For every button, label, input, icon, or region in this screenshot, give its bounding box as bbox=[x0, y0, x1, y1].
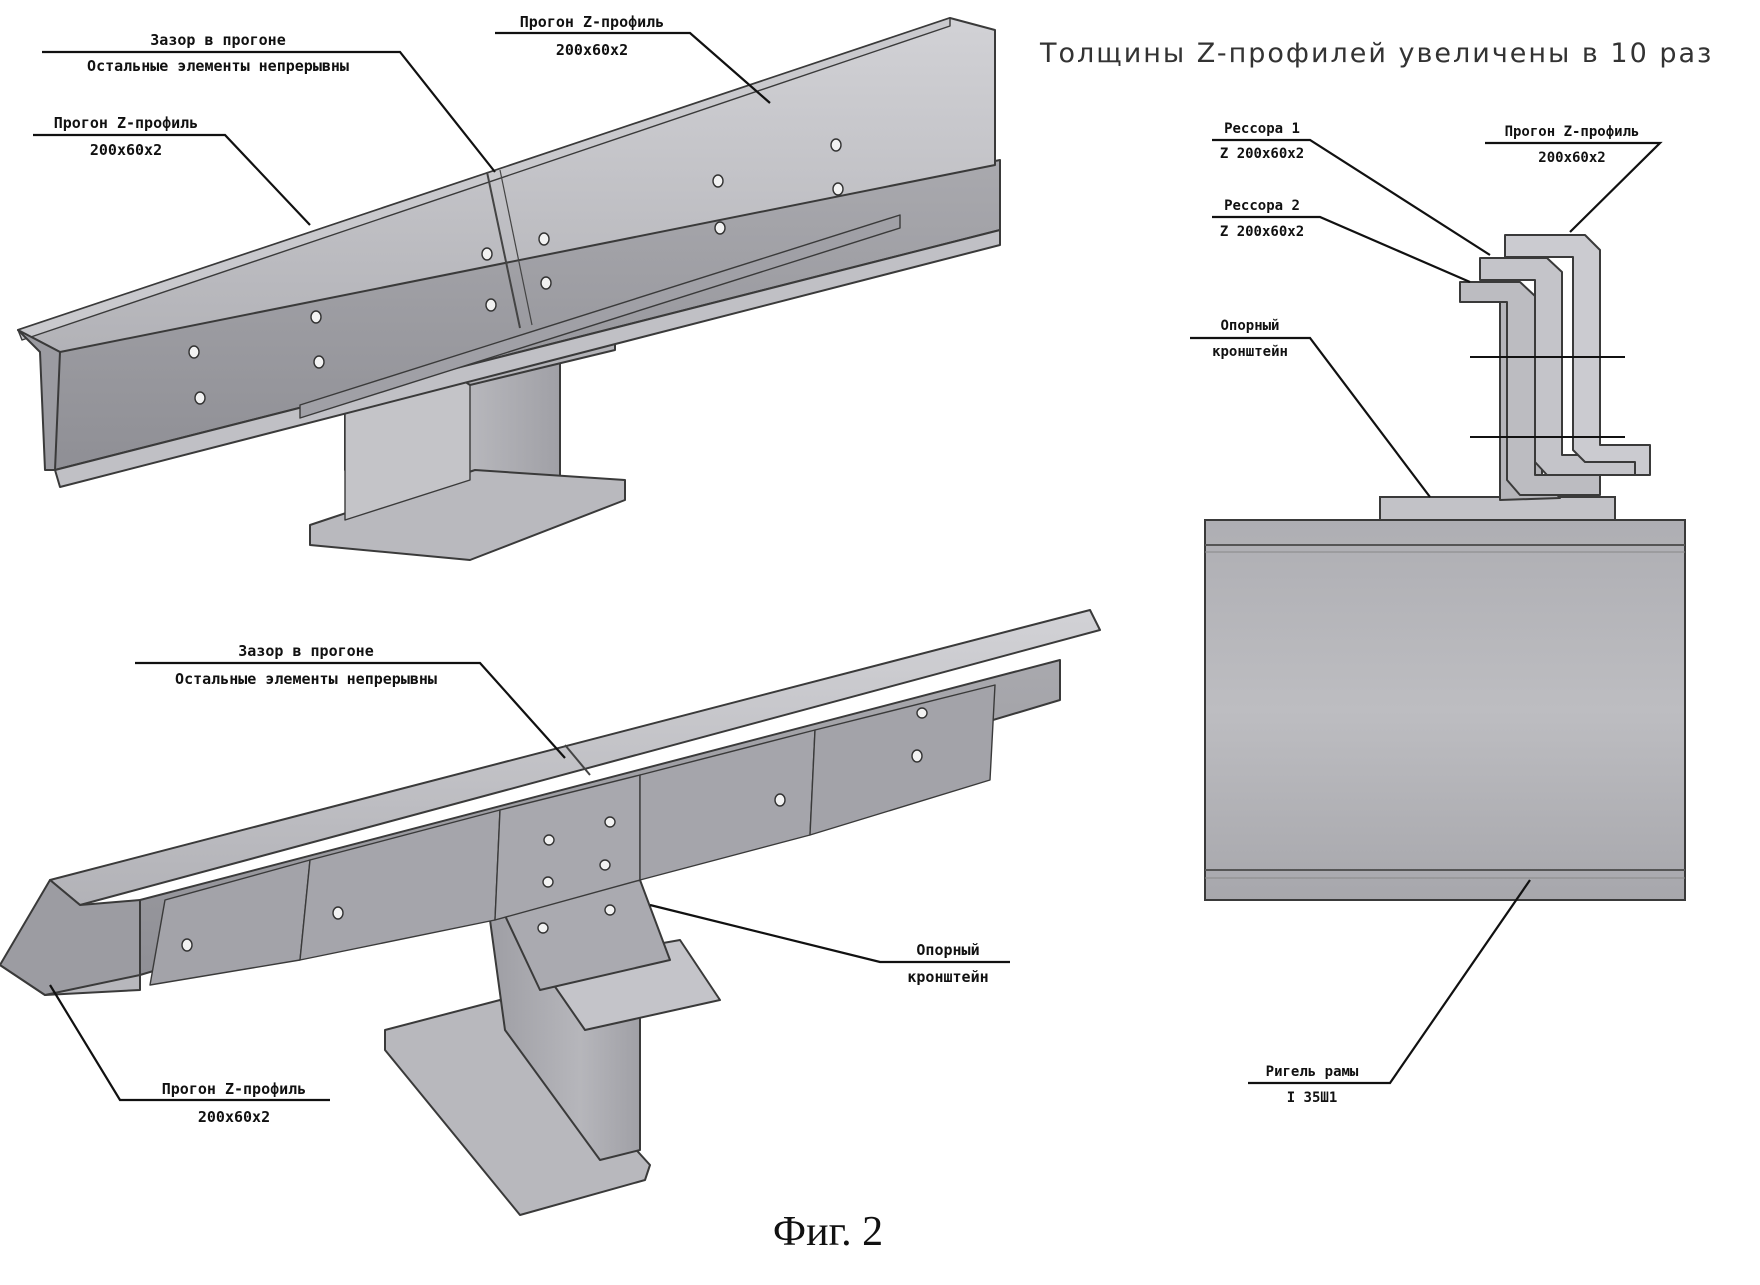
bottom-spring-segment bbox=[810, 685, 995, 835]
section-spring1-label-2: Z 200x60x2 bbox=[1220, 146, 1304, 162]
top-gap-label-2: Остальные элементы непрерывны bbox=[87, 57, 349, 75]
top-hole bbox=[189, 346, 199, 358]
top-purlin-left-leader bbox=[33, 135, 310, 225]
section-bracket-label-2: кронштейн bbox=[1212, 344, 1288, 360]
top-view-drawing: Зазор в прогоне Остальные элементы непре… bbox=[18, 13, 1000, 560]
top-purlin-left-label-1: Прогон Z-профиль bbox=[54, 114, 199, 132]
section-bracket-leader bbox=[1190, 338, 1430, 497]
top-hole bbox=[713, 175, 723, 187]
top-purlin-left-label-2: 200x60x2 bbox=[90, 141, 162, 159]
top-hole bbox=[715, 222, 725, 234]
top-hole bbox=[195, 392, 205, 404]
section-beam-label-1: Ригель рамы bbox=[1266, 1064, 1359, 1080]
bottom-hole bbox=[912, 750, 922, 762]
bottom-view-drawing: Зазор в прогоне Остальные элементы непре… bbox=[0, 610, 1100, 1215]
bottom-hole bbox=[775, 794, 785, 806]
section-view-drawing: Толщины Z-профилей увеличены в 10 раз Ре… bbox=[1039, 38, 1713, 1106]
bottom-hole bbox=[182, 939, 192, 951]
section-beam-label-2: I 35Ш1 bbox=[1287, 1090, 1338, 1106]
section-spring2-label-2: Z 200x60x2 bbox=[1220, 224, 1304, 240]
bottom-gap-label-1: Зазор в прогоне bbox=[238, 642, 373, 660]
top-purlin-right-label-1: Прогон Z-профиль bbox=[520, 13, 665, 31]
bottom-hole bbox=[605, 817, 615, 827]
bottom-purlin-fold bbox=[0, 880, 140, 995]
section-purlin-label-2: 200x60x2 bbox=[1538, 150, 1605, 166]
top-hole bbox=[314, 356, 324, 368]
bottom-hole bbox=[544, 835, 554, 845]
section-spring1-label-1: Рессора 1 bbox=[1224, 121, 1300, 137]
section-beam-leader bbox=[1248, 880, 1530, 1083]
top-gap-label-1: Зазор в прогоне bbox=[150, 31, 285, 49]
thickness-note: Толщины Z-профилей увеличены в 10 раз bbox=[1039, 38, 1713, 69]
bottom-bracket-label-2: кронштейн bbox=[907, 968, 988, 986]
section-beam bbox=[1205, 520, 1685, 900]
figure-caption: Фиг. 2 bbox=[773, 1209, 883, 1255]
section-bracket-label-1: Опорный bbox=[1220, 318, 1279, 334]
bottom-hole bbox=[917, 708, 927, 718]
top-hole bbox=[311, 311, 321, 323]
top-purlin-right-label-2: 200x60x2 bbox=[556, 41, 628, 59]
bottom-spring-segment bbox=[640, 730, 815, 880]
bottom-hole bbox=[538, 923, 548, 933]
bottom-purlin-label-2: 200x60x2 bbox=[198, 1108, 270, 1126]
top-hole bbox=[486, 299, 496, 311]
section-bracket-base bbox=[1380, 497, 1615, 520]
bottom-purlin-label-1: Прогон Z-профиль bbox=[162, 1080, 307, 1098]
bottom-hole bbox=[333, 907, 343, 919]
top-purlin-end-fold bbox=[18, 330, 60, 470]
top-hole bbox=[833, 183, 843, 195]
bottom-hole bbox=[600, 860, 610, 870]
bottom-bracket-label-1: Опорный bbox=[916, 941, 979, 959]
bottom-hole bbox=[605, 905, 615, 915]
section-spring2-label-1: Рессора 2 bbox=[1224, 198, 1300, 214]
section-purlin-label-1: Прогон Z-профиль bbox=[1505, 124, 1640, 140]
bottom-hole bbox=[543, 877, 553, 887]
top-hole bbox=[482, 248, 492, 260]
top-hole bbox=[539, 233, 549, 245]
bottom-gap-label-2: Остальные элементы непрерывны bbox=[175, 670, 437, 688]
top-hole bbox=[831, 139, 841, 151]
top-hole bbox=[541, 277, 551, 289]
